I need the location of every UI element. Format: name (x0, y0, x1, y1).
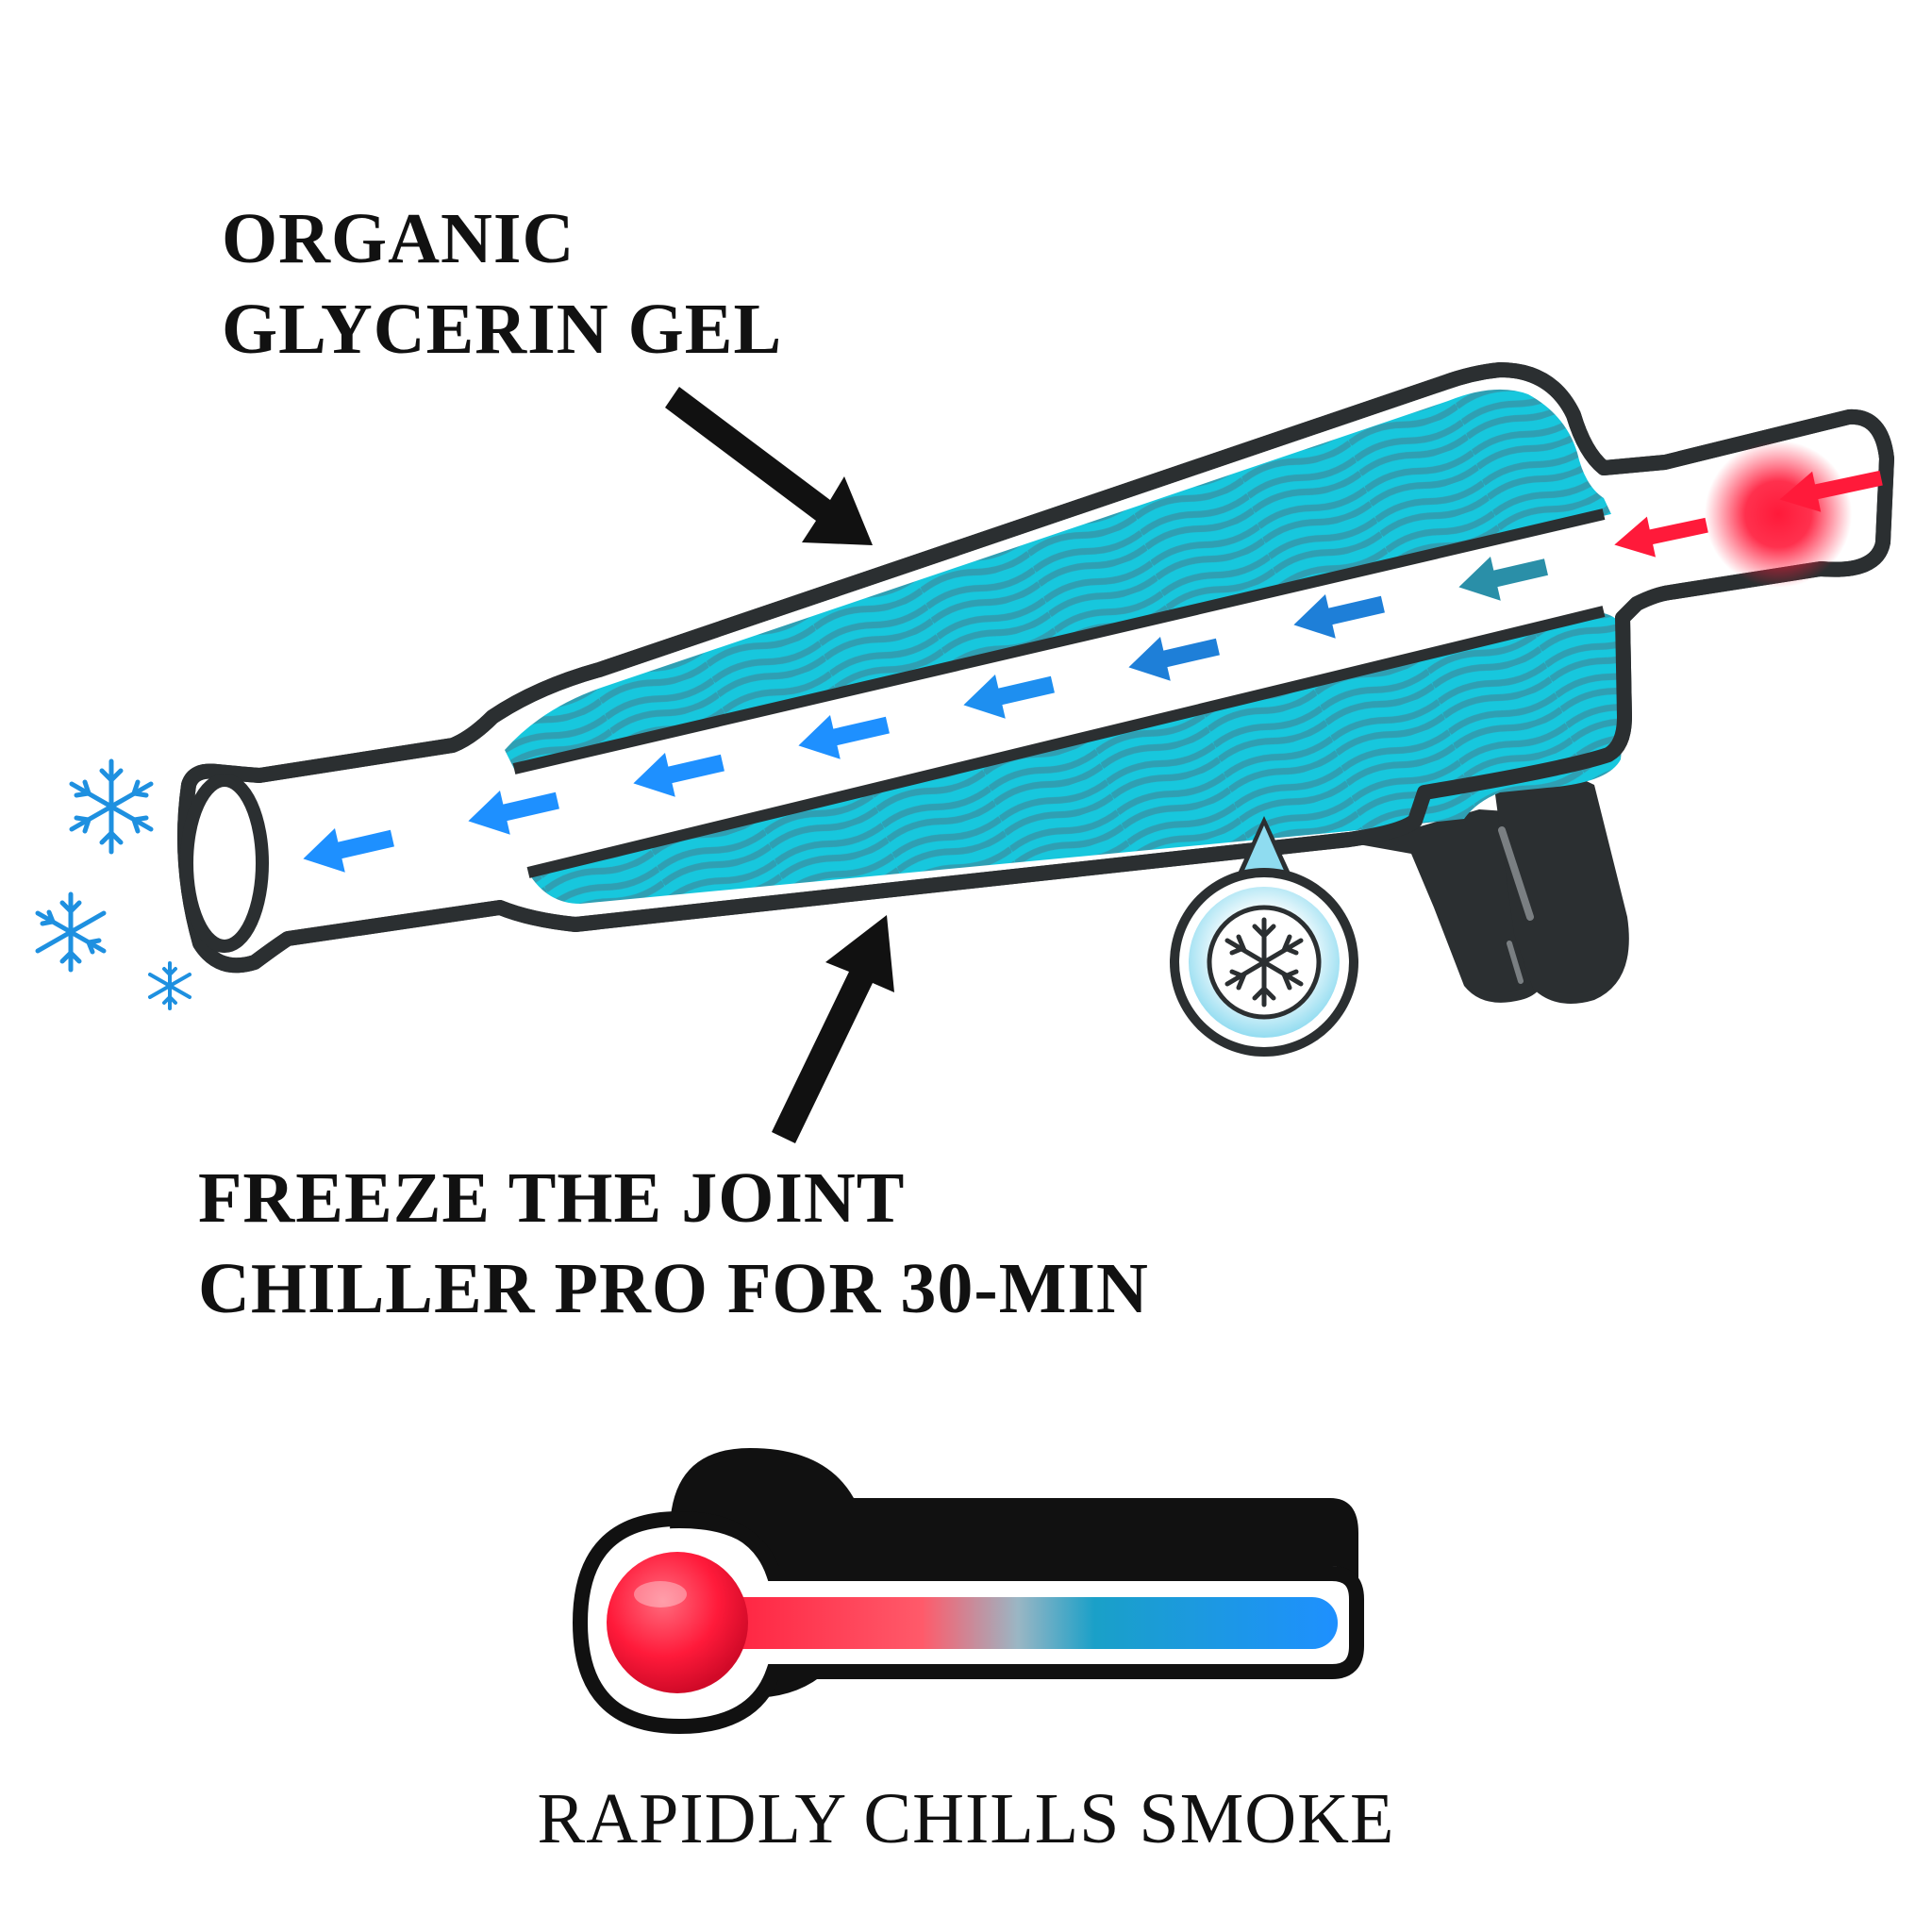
cold-airflow-arrow (798, 714, 890, 759)
gel-label-line2: GLYCERIN GEL (222, 290, 783, 369)
gel-chamber-lower (528, 613, 1625, 904)
thermometer-bulb (607, 1552, 748, 1693)
freeze-instruction-label: FREEZE THE JOINT CHILLER PRO FOR 30-MIN (198, 1153, 1149, 1334)
cold-airflow-arrow (303, 827, 394, 873)
snowflake-badge-icon (1170, 816, 1358, 1057)
snowflake-icon (69, 758, 154, 855)
device-grip (1358, 760, 1629, 1004)
cold-airflow-arrow (1293, 593, 1385, 639)
gel-chamber-upper (505, 389, 1611, 769)
airflow-arrows (303, 470, 1883, 873)
freeze-pointer-arrow (772, 915, 894, 1143)
hot-airflow-arrow (1614, 516, 1708, 558)
gel-pointer-arrow (665, 387, 873, 545)
gel-label-line1: ORGANIC (222, 199, 575, 278)
freeze-label-line1: FREEZE THE JOINT (198, 1158, 906, 1238)
chill-caption: RAPIDLY CHILLS SMOKE (537, 1779, 1395, 1858)
snowflake-icon (148, 961, 192, 1010)
mouthpiece-ring (180, 774, 269, 953)
cold-airflow-arrow (468, 790, 559, 835)
hot-airflow-arrow (1779, 470, 1883, 512)
freeze-label-line2: CHILLER PRO FOR 30-MIN (198, 1249, 1149, 1328)
thermometer-icon (572, 1448, 1364, 1735)
snowflake-icon (35, 891, 107, 973)
cold-airflow-arrow (633, 752, 724, 797)
gel-label: ORGANIC GLYCERIN GEL (222, 193, 782, 375)
cold-airflow-arrow (963, 674, 1055, 719)
hot-smoke-glow (1705, 441, 1852, 588)
thermometer-tube-fill (698, 1597, 1338, 1649)
cooling-airflow-arrow (1458, 556, 1548, 601)
cold-airflow-arrow (1128, 636, 1220, 681)
joint-chiller-device-icon (177, 362, 1894, 1004)
smoke-channel (238, 500, 1646, 920)
